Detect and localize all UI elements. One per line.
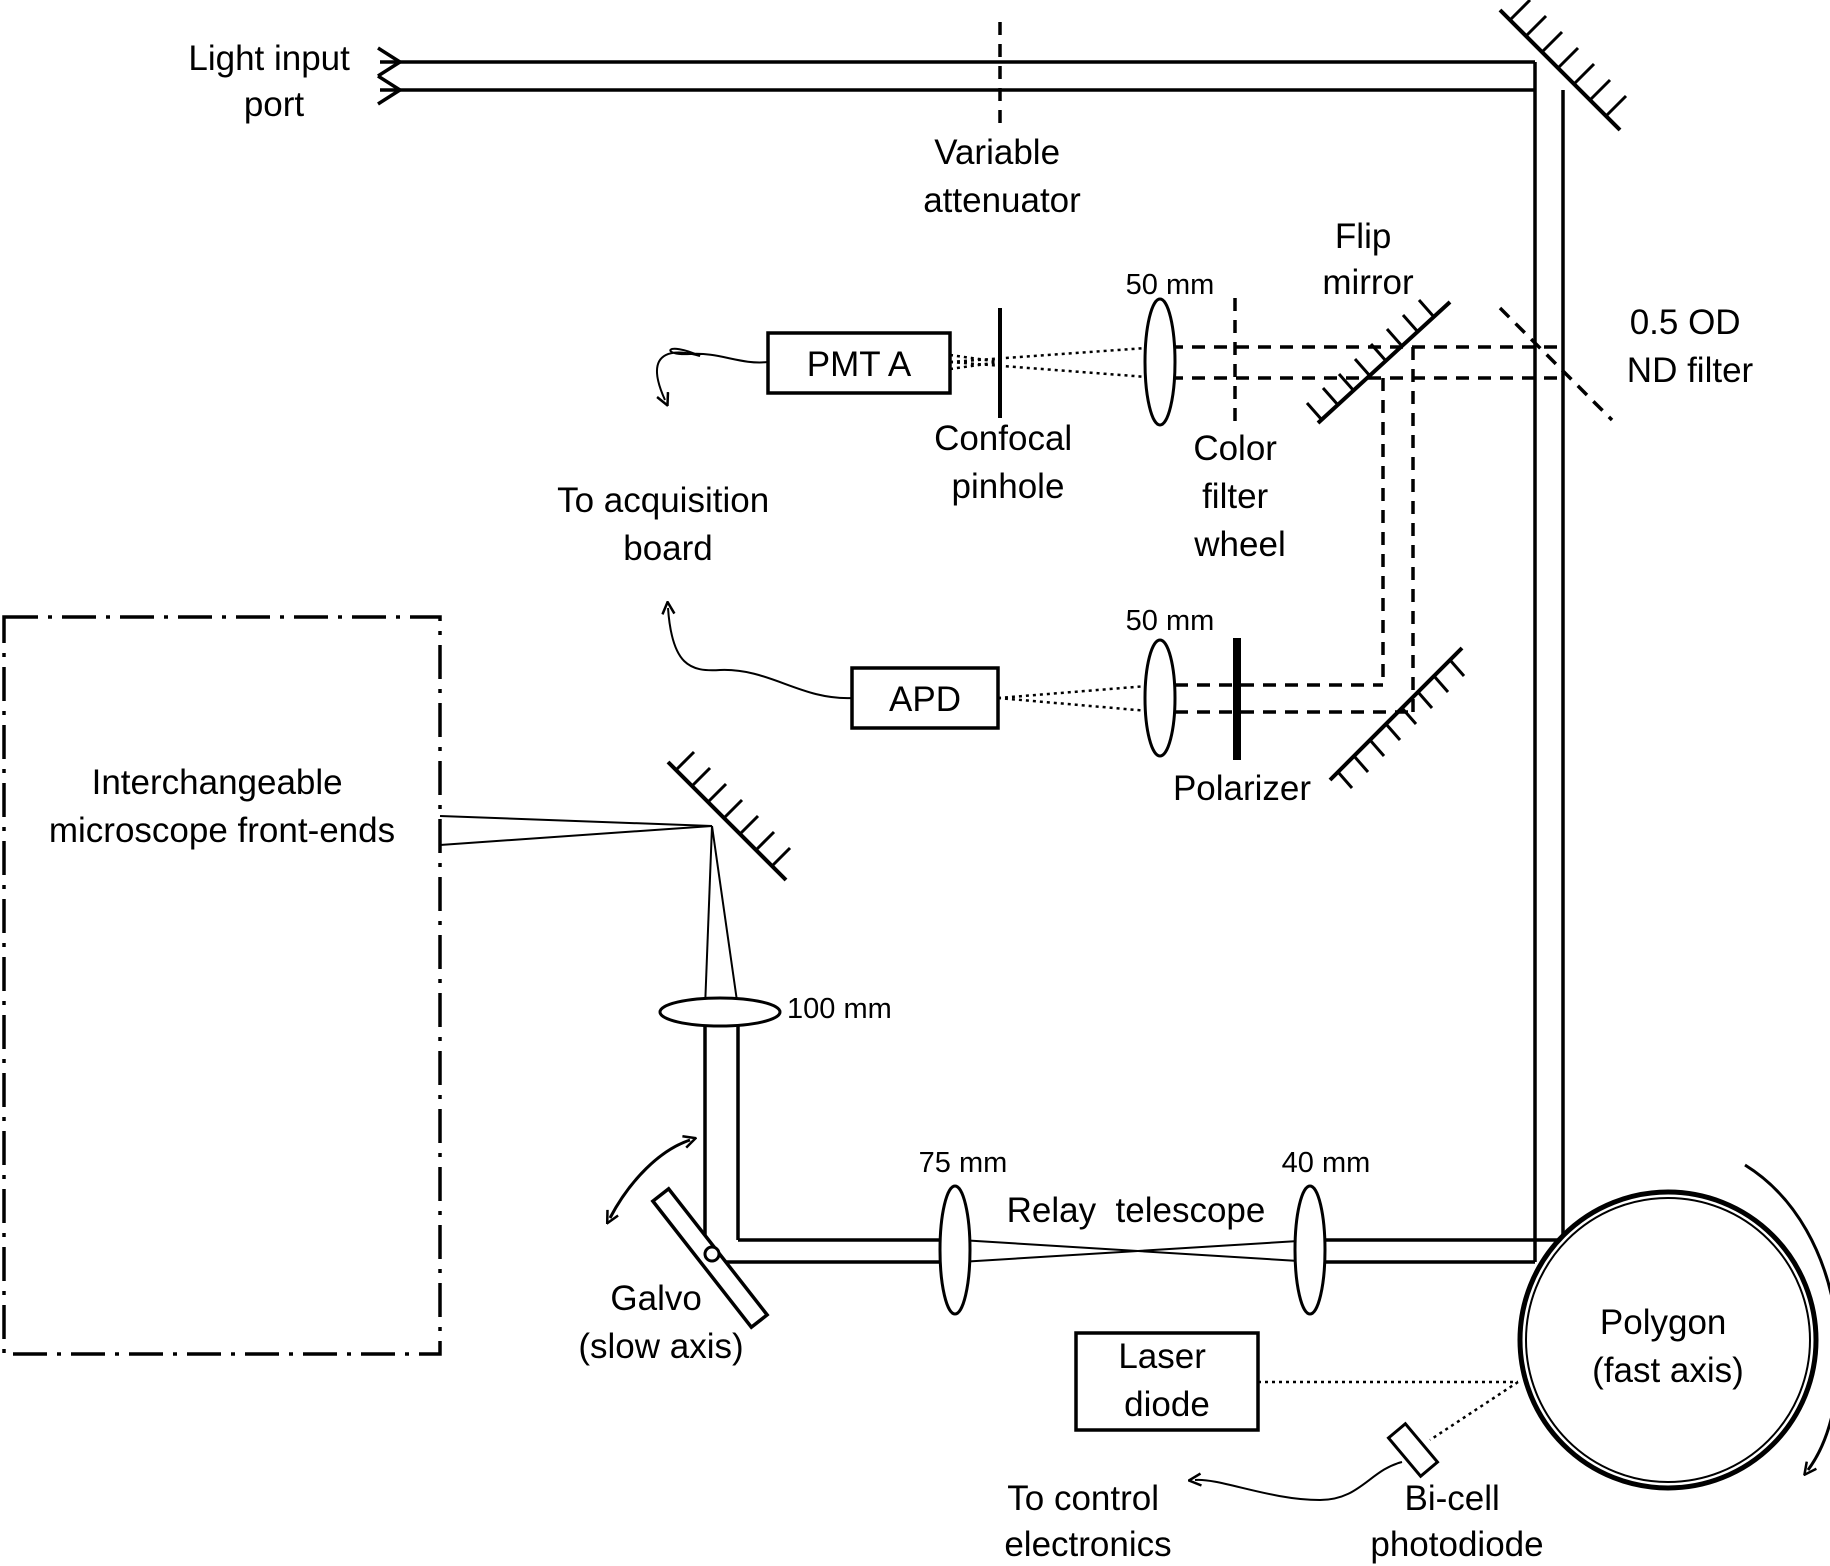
lens-pmt-icon: [1143, 297, 1177, 427]
pmt-focus-rays: [949, 345, 1161, 380]
light-input-port-label: Light input port: [188, 39, 359, 124]
confocal-pinhole-label: Confocal pinhole: [934, 419, 1082, 506]
fold-mirror-top-right-icon: [1498, 0, 1628, 132]
right-vertical-beam: [1533, 62, 1565, 1262]
laser-diode-box: [1074, 1331, 1260, 1432]
nd-filter-label: 0.5 OD ND filter: [1627, 303, 1754, 390]
polygon-label: Polygon (fast axis): [1592, 1303, 1744, 1390]
front-ends-label: Interchangeable microscope front-ends: [49, 763, 395, 850]
apd-box: [850, 666, 1000, 730]
bicell-photodiode-icon: [1386, 1421, 1440, 1479]
lens-40mm-label: 40 mm: [1282, 1147, 1371, 1179]
input-beam: [377, 46, 1535, 106]
lens-apd-icon: [1143, 638, 1177, 758]
lens-100mm-label: 100 mm: [787, 993, 892, 1025]
apd-focus-rays: [997, 683, 1161, 714]
to-acquisition-board-label: To acquisition board: [557, 481, 779, 568]
apd-label: APD: [889, 680, 961, 719]
relay-beam: [705, 1238, 1563, 1264]
microscope-front-end-box: [2, 615, 442, 1356]
polygon-scanner-icon: [1517, 1189, 1819, 1491]
bicell-cable: [1195, 1461, 1403, 1502]
lens-40mm-icon: [1293, 1184, 1327, 1316]
fold-mirror-apd-icon: [1328, 646, 1466, 789]
galvo-vertical-beam: [703, 1026, 740, 1262]
flip-mirror-label: Flip mirror: [1322, 217, 1414, 302]
lens-75mm-label: 75 mm: [919, 1147, 1008, 1179]
relay-telescope-label: Relay telescope: [1007, 1191, 1266, 1230]
galvo-rotation-icon: [610, 1140, 690, 1218]
pmt-cable: [656, 347, 769, 400]
lens-pmt-focal-label: 50 mm: [1126, 269, 1215, 301]
apd-cable: [668, 608, 853, 700]
lens-100mm-icon: [658, 996, 782, 1028]
to-control-electronics-label: To control electronics: [1004, 1479, 1171, 1564]
laser-diode-label: Laser diode: [1118, 1337, 1215, 1424]
front-end-beam: [439, 815, 739, 1009]
variable-attenuator-label: Variable attenuator: [923, 133, 1081, 220]
fold-mirror-front-end-icon: [666, 750, 792, 882]
detection-beam-paths: [1170, 345, 1560, 714]
polarizer-label: Polarizer: [1173, 769, 1311, 808]
galvo-label: Galvo (slow axis): [578, 1279, 743, 1366]
pmt-a-box: [766, 331, 952, 395]
lens-apd-focal-label: 50 mm: [1126, 605, 1215, 637]
pmt-a-label: PMT A: [807, 345, 912, 384]
nd-filter-marker: [1498, 306, 1614, 422]
bicell-photodiode-label: Bi-cell photodiode: [1370, 1479, 1543, 1564]
lens-75mm-icon: [938, 1184, 972, 1316]
color-filter-wheel-label: Color filter wheel: [1193, 429, 1286, 564]
laser-diode-beam: [1258, 1380, 1519, 1442]
polygon-rotation-icon: [1744, 1163, 1830, 1470]
flip-mirror-icon: [1305, 299, 1452, 425]
